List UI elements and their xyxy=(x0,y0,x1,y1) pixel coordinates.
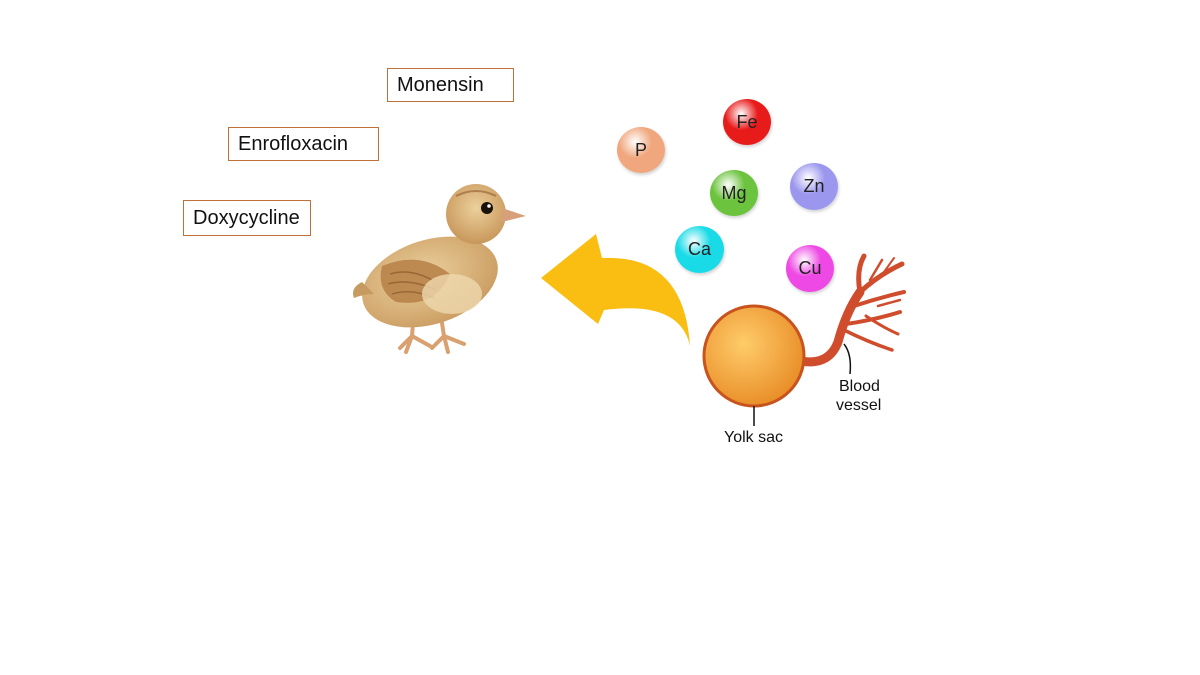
mineral-iron: Fe xyxy=(723,99,771,145)
drug-label-monensin: Monensin xyxy=(387,68,514,102)
quail-chick-illustration xyxy=(353,184,526,354)
mineral-phosphorus: P xyxy=(617,127,665,173)
yolk-sac-label: Yolk sac xyxy=(724,429,783,446)
mineral-zinc: Zn xyxy=(790,163,838,210)
mineral-magnesium: Mg xyxy=(710,170,758,216)
blood-vessel-label-line2: vessel xyxy=(836,397,882,414)
drug-label-enrofloxacin: Enrofloxacin xyxy=(228,127,379,161)
blood-vessel xyxy=(791,253,906,367)
yolk-sac-illustration xyxy=(702,253,906,426)
drug-label-doxycycline: Doxycycline xyxy=(183,200,311,236)
mineral-calcium: Ca xyxy=(675,226,724,273)
blood-vessel-label-line1: Blood xyxy=(839,378,880,395)
yellow-curved-arrow xyxy=(541,234,690,346)
mineral-copper: Cu xyxy=(786,245,834,292)
